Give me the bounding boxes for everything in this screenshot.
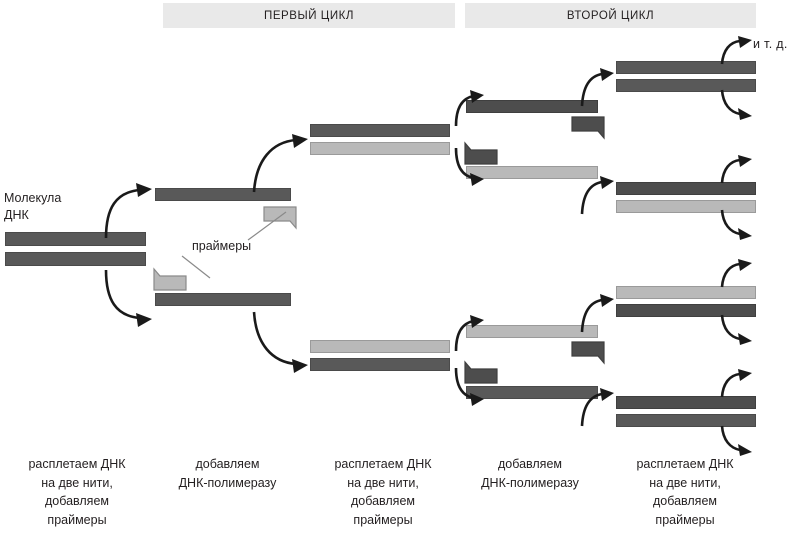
arrow-out-4-up [718, 369, 758, 399]
caption-step-4: добавляем ДНК-полимеразу [481, 457, 579, 490]
strand-c1-ext-bottom-template [310, 358, 450, 371]
strand-c2-ext-3-bottom [616, 304, 756, 317]
arrow-out-2-up [718, 155, 758, 185]
cycle-band-first: ПЕРВЫЙ ЦИКЛ [163, 3, 455, 28]
strand-c1-melt-top [155, 188, 291, 201]
strand-c1-ext-bottom-new [310, 340, 450, 353]
primer-c1-upper-icon [263, 206, 297, 230]
primer-c2-a-icon [571, 116, 605, 140]
cycle-band-second-label: ВТОРОЙ ЦИКЛ [566, 9, 655, 22]
arrow-c2-extend-2 [578, 174, 618, 216]
caption-step-2: добавляем ДНК-полимеразу [178, 457, 277, 490]
strand-original-dna-bottom [5, 252, 146, 266]
strand-c2-ext-4-top [616, 396, 756, 409]
arrow-split-up-1 [100, 178, 156, 240]
caption-step-5: расплетаем ДНК на две нити, добавляем пр… [636, 457, 734, 527]
strand-c2-ext-4-bottom [616, 414, 756, 427]
strand-c2-melt-d-template [466, 386, 598, 399]
strand-c1-melt-bottom [155, 293, 291, 306]
strand-c2-melt-c-new [466, 325, 598, 338]
strand-c2-melt-a-template [466, 100, 598, 113]
arrow-split-down-1 [100, 268, 156, 330]
primer-c1-lower-icon [153, 267, 187, 292]
strand-c2-ext-1-top [616, 61, 756, 74]
cycle-band-first-label: ПЕРВЫЙ ЦИКЛ [264, 9, 354, 22]
primer-c2-d-icon [464, 360, 498, 385]
primer-c2-c-icon [571, 341, 605, 365]
arrow-out-4-down [718, 424, 758, 456]
arrow-c1-top-extend [250, 134, 312, 196]
cycle-band-second: ВТОРОЙ ЦИКЛ [465, 3, 756, 28]
arrow-out-3-up [718, 259, 758, 289]
strand-c2-ext-3-top [616, 286, 756, 299]
arrow-out-3-down [718, 313, 758, 345]
etcetera-label: и т. д. [753, 37, 788, 51]
arrow-c1-bottom-extend [250, 310, 312, 373]
arrow-out-1-down [718, 88, 758, 120]
strand-c2-melt-b-new [466, 166, 598, 179]
strand-c2-ext-2-bottom [616, 200, 756, 213]
strand-original-dna-top [5, 232, 146, 246]
strand-c1-ext-top-template [310, 124, 450, 137]
caption-step-1: расплетаем ДНК на две нити, добавляем пр… [28, 457, 126, 527]
strand-c1-ext-top-new [310, 142, 450, 155]
strand-c2-ext-2-top [616, 182, 756, 195]
strand-c2-ext-1-bottom [616, 79, 756, 92]
primers-label: праймеры [192, 239, 252, 253]
caption-step-3: расплетаем ДНК на две нити, добавляем пр… [334, 457, 432, 527]
primer-c2-b-icon [464, 141, 498, 166]
molecule-dna-label: Молекула ДНК [4, 191, 62, 222]
